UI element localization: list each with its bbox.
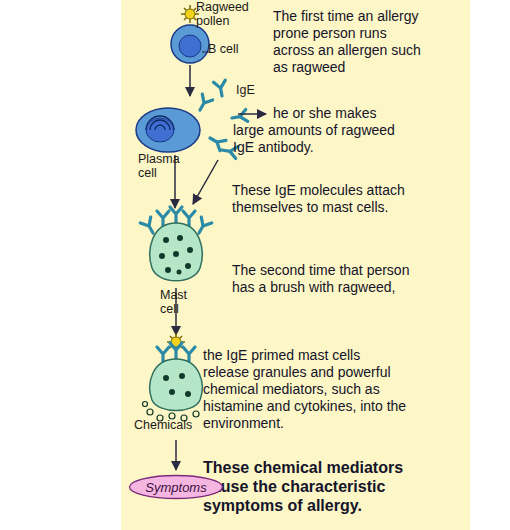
caption-text: the IgE primed mast cells release granul… xyxy=(203,347,408,432)
part-label: Mast cell xyxy=(160,288,194,316)
part-label: Ragweed pollen xyxy=(196,0,256,28)
caption-text: These chemical mediators cause the chara… xyxy=(203,458,443,515)
symptoms-oval: Symptoms xyxy=(128,474,224,500)
caption-text: The second time that person has a brush … xyxy=(232,262,412,296)
part-label: B cell xyxy=(208,42,268,56)
caption-text: The first time an allergy prone person r… xyxy=(273,8,423,76)
caption-text: These IgE molecules attach themselves to… xyxy=(232,182,412,216)
caption-text: he or she makes large amounts of ragweed… xyxy=(233,105,411,156)
node-text: Symptoms xyxy=(145,480,206,495)
part-label: IgE xyxy=(236,83,276,97)
part-label: Plasma cell xyxy=(138,152,178,180)
background-panel xyxy=(121,0,470,530)
part-label: Chemicals xyxy=(134,418,214,432)
